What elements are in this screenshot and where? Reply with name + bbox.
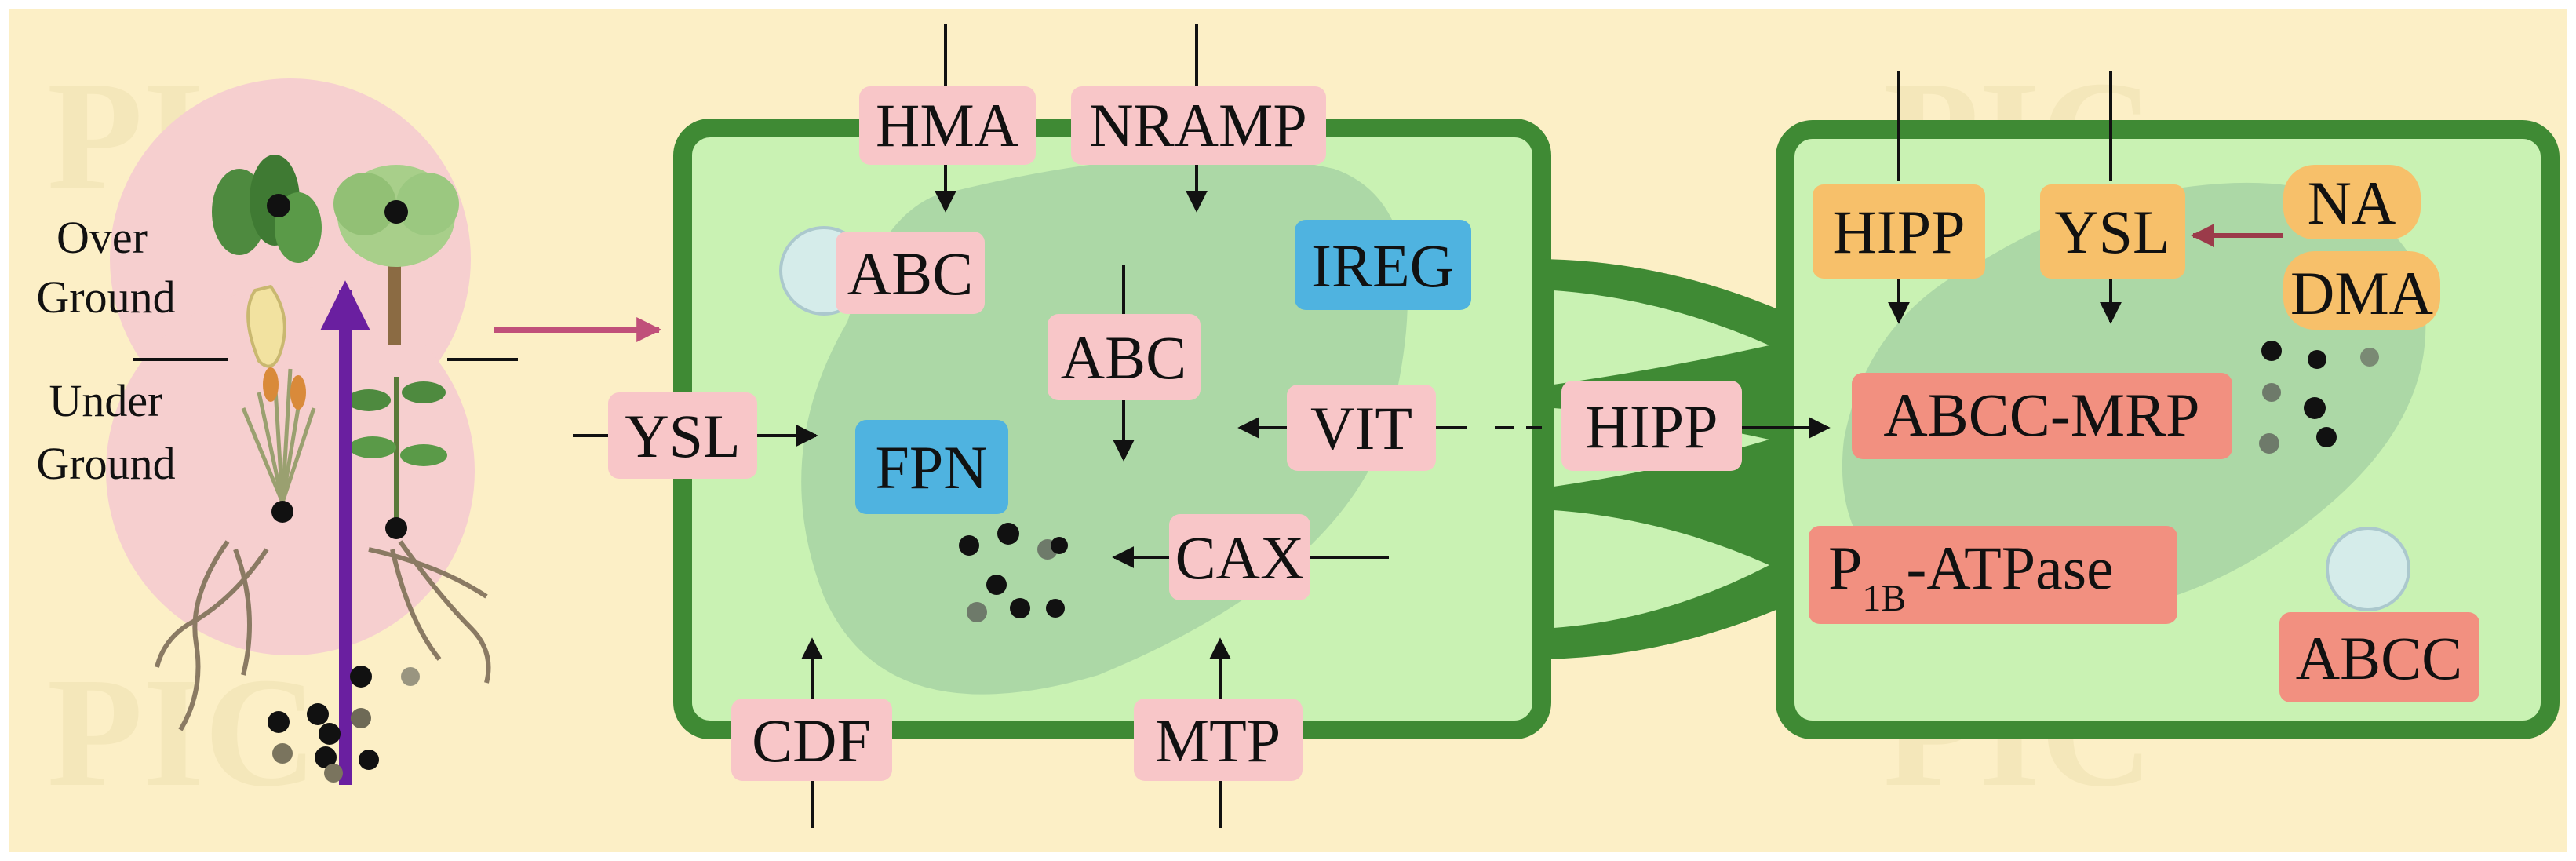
p1b-rest: -ATPase: [1906, 534, 2113, 602]
under-label: Under: [49, 375, 163, 426]
cax-box: CAX: [1169, 514, 1310, 600]
na-box: NA: [2283, 165, 2421, 239]
hma-label: HMA: [876, 91, 1018, 159]
metal-particle: [385, 517, 407, 539]
hma-box: HMA: [859, 86, 1036, 165]
cell-2-particles: [2259, 341, 2379, 454]
mtp-label: MTP: [1155, 706, 1281, 775]
over-ground-label: Ground: [36, 272, 175, 323]
ysl-right-box: YSL: [2040, 184, 2185, 279]
transport-arrows: [573, 24, 2122, 828]
dma-label: DMA: [2290, 259, 2433, 327]
metal-particle: [267, 194, 290, 217]
soil-particles: [268, 666, 420, 783]
vit-box: VIT: [1287, 385, 1436, 471]
na-label: NA: [2308, 169, 2396, 237]
ysl-left-label: YSL: [625, 402, 740, 470]
ysl-left-box: YSL: [608, 392, 757, 479]
hipp-junction-box: HIPP: [1561, 381, 1742, 471]
vit-label: VIT: [1310, 394, 1412, 462]
ysl-right-label: YSL: [2054, 198, 2170, 266]
under-ground-label: Ground: [36, 438, 175, 489]
grass-plant-icon: [241, 367, 316, 523]
cax-label: CAX: [1175, 524, 1305, 592]
abc-top-label: ABC: [847, 239, 973, 308]
plant-illustration: [106, 78, 518, 785]
cdf-box: CDF: [731, 699, 892, 781]
ireg-box: IREG: [1295, 220, 1471, 310]
abcc-mrp-box: ABCC-MRP: [1852, 373, 2232, 459]
beet-plant-icon: [212, 155, 322, 368]
hipp-cell2-label: HIPP: [1832, 198, 1965, 266]
mtp-box: MTP: [1134, 699, 1303, 781]
ireg-label: IREG: [1311, 232, 1454, 300]
p1b-subscript: 1B: [1862, 578, 1906, 619]
under-ground-circle: [106, 286, 475, 655]
abc-mid-box: ABC: [1048, 314, 1201, 400]
herb-plant-icon: [347, 377, 447, 539]
over-label: Over: [56, 212, 148, 263]
metal-particle: [271, 501, 293, 523]
p1b-atpase-label: P1B-ATPase: [1828, 534, 2114, 619]
abc-top-box: ABC: [836, 232, 985, 314]
abcc-box: ABCC: [2279, 612, 2479, 702]
nramp-label: NRAMP: [1089, 91, 1306, 159]
svg-text:PIC: PIC: [47, 646, 317, 819]
p1b-main: P: [1828, 534, 1862, 602]
metal-particle: [384, 200, 408, 224]
dma-box: DMA: [2283, 251, 2440, 330]
hipp-cell2-box: HIPP: [1813, 184, 1985, 279]
cell-1-particles: [959, 523, 1068, 622]
abcc-label: ABCC: [2296, 624, 2462, 692]
p1b-atpase-box: P1B-ATPase: [1809, 526, 2177, 624]
fpn-box: FPN: [855, 420, 1008, 514]
abc-mid-label: ABC: [1061, 323, 1186, 392]
cdf-label: CDF: [752, 706, 871, 775]
fpn-label: FPN: [875, 433, 987, 502]
tree-icon: [333, 165, 459, 345]
hipp-junction-label: HIPP: [1585, 392, 1718, 461]
nramp-box: NRAMP: [1071, 86, 1326, 165]
vesicle-2: [2326, 527, 2410, 611]
abcc-mrp-label: ABCC-MRP: [1883, 381, 2199, 449]
